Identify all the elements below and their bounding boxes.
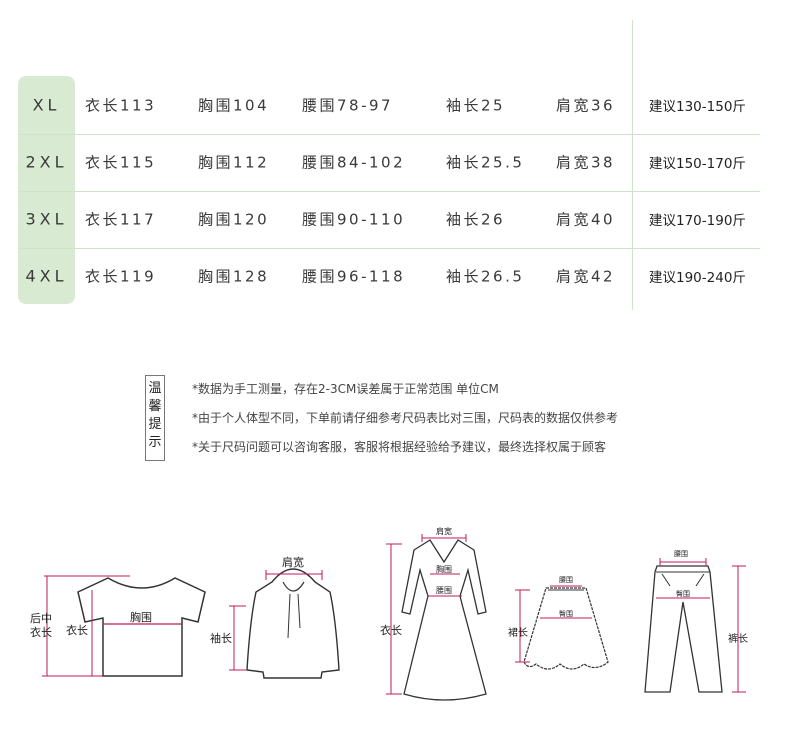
pants-outline: [644, 565, 723, 693]
size-row-2xl: 2XL 衣长115 胸围112 腰围84-102 袖长25.5 肩宽38 建议1…: [18, 133, 760, 192]
length-cell: 衣长115: [85, 153, 157, 172]
tshirt-illustration: 后中 衣长 衣长 胸围: [30, 575, 206, 677]
hoodie-shoulder-label: 肩宽: [282, 555, 304, 569]
pants-waist-label: 腰围: [674, 550, 688, 558]
tshirt-chest-label: 胸围: [130, 610, 152, 624]
dress-outline: [401, 539, 487, 701]
measurement-illustrations: 后中 衣长 衣长 胸围 肩宽 袖长 肩宽 胸围 腰围 衣长: [30, 526, 748, 701]
dress-chest-label: 胸围: [436, 564, 452, 574]
tip-item: *由于个人体型不同，下单前请仔细参考尺码表比对三围，尺码表的数据仅供参考: [192, 411, 619, 425]
sleeve-cell: 袖长25.5: [446, 153, 525, 172]
waist-cell: 腰围90-110: [302, 210, 406, 229]
skirt-length-label: 裙长: [508, 626, 528, 639]
tip-item: *关于尺码问题可以咨询客服，客服将根据经验给予建议，最终选择权属于顾客: [192, 440, 607, 454]
size-label: 2XL: [25, 152, 68, 172]
tshirt-back-label-2: 衣长: [30, 625, 52, 639]
weight-cell: 建议170-190斤: [649, 213, 746, 229]
length-cell: 衣长117: [85, 210, 157, 229]
tshirt-back-label-1: 后中: [30, 612, 52, 625]
size-row-xl: XL 衣长113 胸围104 腰围78-97 袖长25 肩宽36 建议130-1…: [18, 76, 760, 135]
chest-cell: 胸围128: [198, 267, 270, 286]
size-label: 3XL: [25, 209, 68, 229]
tshirt-length-label: 衣长: [66, 623, 88, 637]
pants-hip-label: 臀围: [676, 590, 690, 598]
shoulder-cell: 肩宽38: [556, 153, 616, 172]
waist-cell: 腰围96-118: [302, 267, 406, 286]
size-label: 4XL: [25, 266, 68, 286]
tips-title: 温馨提示: [145, 375, 165, 461]
tshirt-outline: [77, 577, 206, 677]
hoodie-sleeve-label: 袖长: [210, 631, 232, 645]
dress-shoulder-label: 肩宽: [436, 526, 452, 536]
sleeve-cell: 袖长26: [446, 210, 506, 229]
pants-illustration: 腰围 臀围 裤长: [644, 550, 748, 693]
hoodie-illustration: 肩宽 袖长: [210, 555, 340, 679]
sleeve-cell: 袖长26.5: [446, 267, 525, 286]
shoulder-cell: 肩宽40: [556, 210, 616, 229]
weight-cell: 建议150-170斤: [649, 156, 746, 172]
length-cell: 衣长113: [85, 96, 157, 115]
size-table: XL 衣长113 胸围104 腰围78-97 袖长25 肩宽36 建议130-1…: [18, 20, 760, 310]
waist-cell: 腰围84-102: [302, 153, 406, 172]
size-label: XL: [32, 95, 61, 115]
size-column-background: [18, 76, 75, 304]
dress-length-label: 衣长: [380, 623, 402, 637]
sleeve-cell: 袖长25: [446, 96, 506, 115]
weight-cell: 建议190-240斤: [649, 270, 746, 286]
waist-cell: 腰围78-97: [302, 96, 394, 115]
size-row-3xl: 3XL 衣长117 胸围120 腰围90-110 袖长26 肩宽40 建议170…: [18, 190, 760, 249]
pants-length-label: 裤长: [728, 632, 748, 645]
dress-waist-label: 腰围: [436, 586, 452, 595]
shoulder-cell: 肩宽36: [556, 96, 616, 115]
skirt-hip-label: 臀围: [559, 610, 573, 618]
skirt-waist-label: 腰围: [559, 576, 573, 584]
length-cell: 衣长119: [85, 267, 157, 286]
skirt-illustration: 腰围 臀围 裙长: [508, 576, 609, 670]
shoulder-cell: 肩宽42: [556, 267, 616, 286]
hoodie-outline: [246, 568, 340, 679]
chest-cell: 胸围104: [198, 96, 270, 115]
tip-item: *数据为手工测量，存在2-3CM误差属于正常范围 单位CM: [192, 382, 499, 396]
chest-cell: 胸围112: [198, 153, 270, 172]
column-divider: [632, 20, 633, 310]
weight-cell: 建议130-150斤: [649, 99, 746, 115]
skirt-outline: [523, 587, 609, 670]
chest-cell: 胸围120: [198, 210, 270, 229]
size-row-4xl: 4XL 衣长119 胸围128 腰围96-118 袖长26.5 肩宽42 建议1…: [18, 247, 760, 305]
dress-illustration: 肩宽 胸围 腰围 衣长: [380, 526, 487, 701]
